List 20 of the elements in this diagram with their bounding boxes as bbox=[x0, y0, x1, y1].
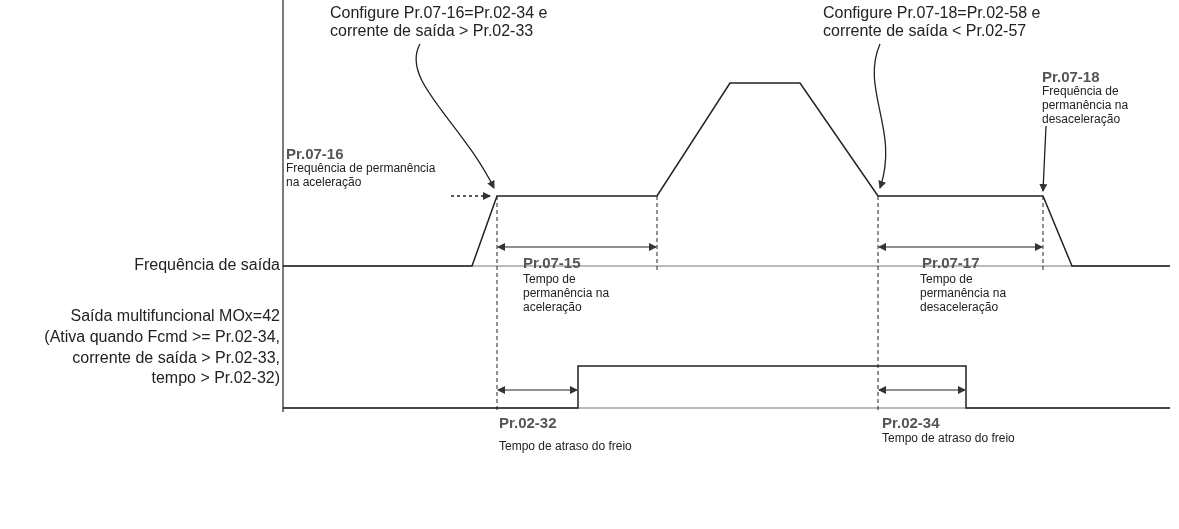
signal-label: Frequência de saída bbox=[133, 256, 280, 275]
annotation-text: Configure Pr.07-18=Pr.02-58 e corrente de saída < Pr.02-57 bbox=[823, 4, 1042, 41]
leader-line bbox=[415, 43, 495, 189]
parameter-label: Pr.02-34 bbox=[882, 414, 941, 432]
leader-line bbox=[450, 192, 491, 200]
parameter-label: Pr.07-16 bbox=[286, 145, 345, 163]
leader-line bbox=[873, 43, 887, 189]
leader-line bbox=[1039, 125, 1048, 192]
description-text: Tempo de atraso do freio bbox=[499, 440, 633, 454]
parameter-label: Pr.02-32 bbox=[499, 414, 558, 432]
parameter-label: Pr.07-15 bbox=[523, 254, 582, 272]
description-text: Frequência de permanência na aceleração bbox=[286, 162, 437, 190]
description-text: Tempo de permanência na aceleração bbox=[523, 273, 611, 315]
signal-label: Saída multifuncional MOx=42 (Ativa quando Fcmd >= Pr.02-34, corrente de saída > Pr.02-33, tempo > Pr.02-32) bbox=[43, 306, 280, 389]
description-text: Tempo de atraso do freio bbox=[882, 432, 1016, 446]
description-text: Tempo de permanência na desaceleração bbox=[920, 273, 1008, 315]
parameter-label: Pr.07-17 bbox=[922, 254, 981, 272]
description-text: Frequência de permanência na desaceleração bbox=[1042, 85, 1130, 127]
annotation-text: Configure Pr.07-16=Pr.02-34 e corrente de saída > Pr.02-33 bbox=[330, 4, 549, 41]
parameter-label: Pr.07-18 bbox=[1042, 68, 1101, 86]
